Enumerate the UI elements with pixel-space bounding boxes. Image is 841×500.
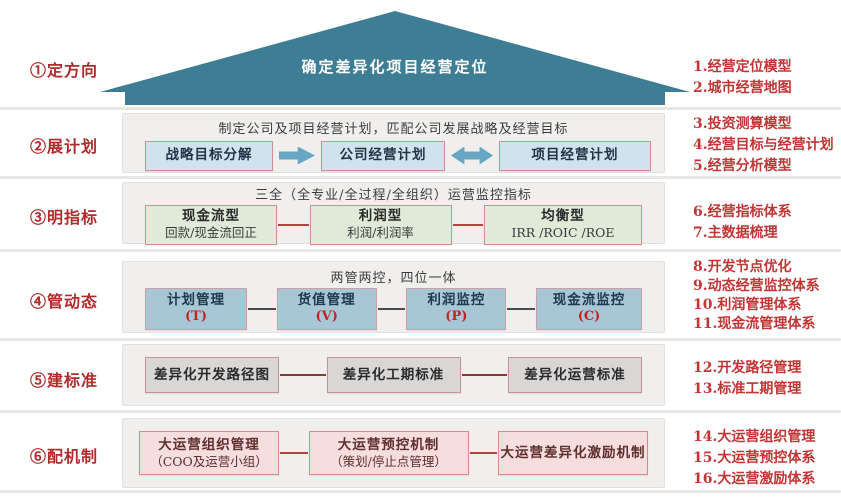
annotation-item: 11.现金流管理体系 — [693, 316, 816, 332]
box-cashflow-type: 现金流型 回款/现金流回正 — [145, 204, 277, 245]
row-divider — [0, 107, 841, 110]
box-diff-dev-path-map: 差异化开发路径图 — [145, 357, 279, 393]
annotation-group-4: 8.开发节点优化 9.动态经营监控体系 10.利润管理体系 11.现金流管理体系 — [693, 258, 841, 334]
connector-line — [248, 307, 276, 310]
annotation-item: 2.城市经营地图 — [693, 80, 792, 96]
roof-banner: 确定差异化项目经营定位 — [95, 8, 695, 106]
panel-standards: 差异化开发路径图 差异化工期标准 差异化运营标准 — [122, 344, 665, 406]
box-plan-management-t: 计划管理 (T) — [145, 287, 247, 330]
row-label-set-mechanism: ⑥配机制 — [30, 447, 99, 466]
annotation-item: 13.标准工期管理 — [693, 381, 802, 397]
row-label-set-direction: ①定方向 — [30, 61, 99, 80]
annotation-item: 9.动态经营监控体系 — [693, 278, 820, 294]
annotation-item: 15.大运营预控体系 — [693, 450, 816, 466]
annotation-group-3: 6.经营指标体系 7.主数据梳理 — [693, 202, 841, 244]
roof-title: 确定差异化项目经营定位 — [301, 58, 489, 76]
annotation-item: 8.开发节点优化 — [693, 259, 792, 275]
box-value-management-v: 货值管理 (V) — [276, 287, 377, 330]
box-cashflow-monitoring-c: 现金流监控 (C) — [536, 287, 643, 330]
box-company-operating-plan: 公司经营计划 — [321, 140, 445, 171]
panel-plan: 制定公司及项目经营计划，匹配公司发展战略及经营目标 战略目标分解 公司经营计划 … — [122, 113, 665, 173]
box-ops-organization-mgmt: 大运营组织管理 （COO及运营小组） — [139, 431, 279, 475]
row-divider — [0, 410, 841, 413]
row-label-define-metrics: ③明指标 — [30, 208, 99, 227]
annotation-item: 4.经营目标与经营计划 — [693, 137, 834, 153]
annotation-item: 1.经营定位模型 — [693, 59, 792, 75]
row-label-manage-dynamics: ④管动态 — [30, 292, 99, 311]
box-profit-type: 利润型 利润/利润率 — [309, 204, 452, 245]
row-label-develop-plan: ②展计划 — [30, 137, 99, 156]
annotation-group-5: 12.开发路径管理 13.标准工期管理 — [693, 358, 841, 400]
box-strategy-goal-decomposition: 战略目标分解 — [145, 140, 273, 171]
panel-mechanism: 大运营组织管理 （COO及运营小组） 大运营预控机制 （策划/停止点管理） 大运… — [122, 418, 665, 488]
arrow-double-icon — [451, 146, 493, 165]
connector-line — [469, 452, 497, 454]
arrow-right-icon — [279, 146, 315, 165]
connector-line — [377, 307, 406, 310]
box-balanced-type: 均衡型 IRR /ROIC /ROE — [484, 204, 642, 245]
connector-line — [278, 223, 309, 226]
connector-line — [280, 452, 308, 454]
panel-plan-header: 制定公司及项目经营计划，匹配公司发展战略及经营目标 — [218, 121, 569, 137]
row-divider — [0, 338, 841, 341]
box-ops-diff-incentive-mechanism: 大运营差异化激励机制 — [498, 431, 648, 475]
connector-line — [280, 374, 326, 376]
row-divider — [0, 176, 841, 179]
annotation-item: 3.投资测算模型 — [693, 116, 792, 132]
connector-line — [461, 374, 507, 376]
panel-metrics: 三全（全专业/全过程/全组织）运营监控指标 现金流型 回款/现金流回正 利润型 … — [122, 182, 665, 245]
box-diff-operation-standard: 差异化运营标准 — [508, 357, 642, 393]
panel-dynamics-header: 两管两控，四位一体 — [330, 270, 457, 286]
row-divider — [0, 249, 841, 252]
row-divider — [0, 490, 841, 493]
panel-metrics-header: 三全（全专业/全过程/全组织）运营监控指标 — [255, 187, 532, 203]
connector-line — [452, 223, 483, 226]
annotation-item: 14.大运营组织管理 — [693, 429, 816, 445]
box-project-operating-plan: 项目经营计划 — [499, 140, 651, 171]
annotation-item: 6.经营指标体系 — [693, 204, 792, 220]
box-ops-precontrol-mechanism: 大运营预控机制 （策划/停止点管理） — [308, 431, 469, 475]
annotation-item: 12.开发路径管理 — [693, 360, 802, 376]
annotation-item: 16.大运营激励体系 — [693, 471, 816, 487]
annotation-item: 10.利润管理体系 — [693, 297, 802, 313]
annotation-item: 7.主数据梳理 — [693, 225, 778, 241]
annotation-group-2: 3.投资测算模型 4.经营目标与经营计划 5.经营分析模型 — [693, 114, 841, 177]
panel-dynamics: 两管两控，四位一体 计划管理 (T) 货值管理 (V) 利润监控 (P) 现金流… — [122, 261, 665, 333]
annotation-item: 5.经营分析模型 — [693, 158, 792, 174]
box-diff-schedule-standard: 差异化工期标准 — [326, 357, 461, 393]
annotation-group-6: 14.大运营组织管理 15.大运营预控体系 16.大运营激励体系 — [693, 427, 841, 490]
roof-shape — [100, 11, 690, 105]
annotation-group-1: 1.经营定位模型 2.城市经营地图 — [693, 57, 841, 99]
row-label-build-standards: ⑤建标准 — [30, 371, 99, 390]
connector-line — [507, 307, 536, 310]
box-profit-monitoring-p: 利润监控 (P) — [406, 287, 507, 330]
